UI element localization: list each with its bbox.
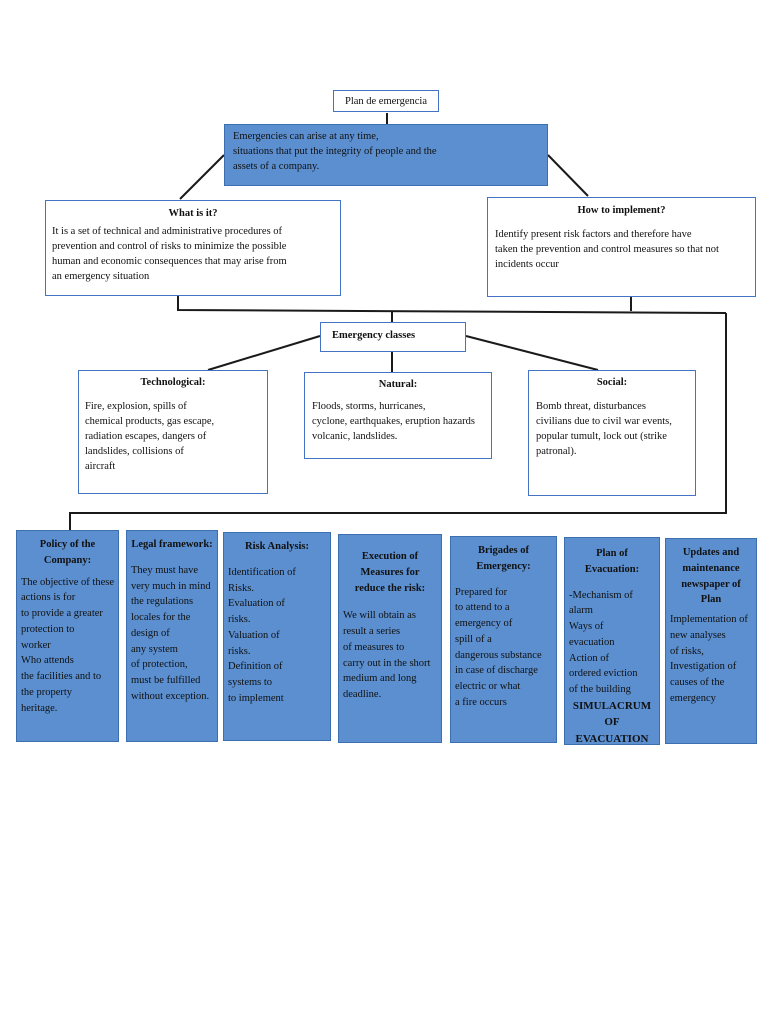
- box-risk-analysis: Risk Analysis: Identification of Risks. …: [223, 532, 331, 741]
- box-execution: Execution of Measures for reduce the ris…: [338, 534, 442, 743]
- intro-text: Emergencies can arise at any time, situa…: [233, 131, 437, 172]
- box-evacuation-plan-text: -Mechanism of alarm Ways of evacuation A…: [569, 589, 638, 696]
- class-natural-box: Natural: Floods, storms, hurricanes, cyc…: [304, 372, 492, 459]
- class-technological-title: Technological:: [140, 377, 206, 388]
- class-social-text: Bomb threat, disturbances civilians due …: [536, 400, 672, 457]
- emergency-classes-box: Emergency classes: [320, 322, 466, 352]
- class-natural-title: Natural:: [378, 379, 418, 390]
- box-policy-title: Policy of the Company:: [39, 539, 96, 566]
- box-execution-text: We will obtain as result a series of mea…: [343, 610, 431, 700]
- root-title: Plan de emergencia: [344, 96, 428, 107]
- class-social-title: Social:: [596, 377, 628, 388]
- box-legal-framework-text: They must have very much in mind the reg…: [131, 564, 211, 702]
- what-is-it-box: What is it? It is a set of technical and…: [45, 200, 341, 296]
- box-evacuation-plan-simulacrum: SIMULACRUM OF EVACUATION: [572, 699, 652, 745]
- box-brigades: Brigades of Emergency: Prepared for to a…: [450, 536, 557, 743]
- class-technological-box: Technological: Fire, explosion, spills o…: [78, 370, 268, 494]
- box-execution-title: Execution of Measures for reduce the ris…: [354, 551, 426, 594]
- root-title-box: Plan de emergencia: [333, 90, 439, 112]
- box-legal-framework-title: Legal framework:: [131, 539, 213, 550]
- box-risk-analysis-title: Risk Analysis:: [245, 541, 309, 552]
- what-is-it-text: It is a set of technical and administrat…: [52, 225, 287, 282]
- box-evacuation-plan: Plan of Evacuation: -Mechanism of alarm …: [564, 537, 660, 745]
- box-brigades-text: Prepared for to attend to a emergency of…: [455, 586, 542, 708]
- class-social-box: Social: Bomb threat, disturbances civili…: [528, 370, 696, 496]
- how-to-implement-text: Identify present risk factors and theref…: [495, 228, 719, 270]
- box-updates-text: Implementation of new analyses of risks,…: [670, 614, 748, 704]
- box-policy-text: The objective of these actions is for to…: [21, 576, 115, 714]
- box-updates-title: Updates and maintenance newspaper of Pla…: [681, 547, 741, 606]
- emergency-classes-label: Emergency classes: [332, 330, 416, 341]
- how-to-implement-title: How to implement?: [577, 205, 666, 216]
- what-is-it-title: What is it?: [168, 208, 218, 219]
- box-legal-framework: Legal framework: They must have very muc…: [126, 530, 218, 742]
- intro-box: Emergencies can arise at any time, situa…: [224, 124, 548, 186]
- how-to-implement-box: How to implement? Identify present risk …: [487, 197, 756, 297]
- box-brigades-title: Brigades of Emergency:: [476, 545, 531, 572]
- box-updates: Updates and maintenance newspaper of Pla…: [665, 538, 757, 744]
- box-risk-analysis-text: Identification of Risks. Evaluation of r…: [228, 566, 296, 704]
- class-technological-text: Fire, explosion, spills of chemical prod…: [85, 400, 215, 472]
- box-policy: Policy of the Company: The objective of …: [16, 530, 119, 742]
- class-natural-text: Floods, storms, hurricanes, cyclone, ear…: [312, 400, 475, 442]
- box-evacuation-plan-title: Plan of Evacuation:: [584, 548, 640, 575]
